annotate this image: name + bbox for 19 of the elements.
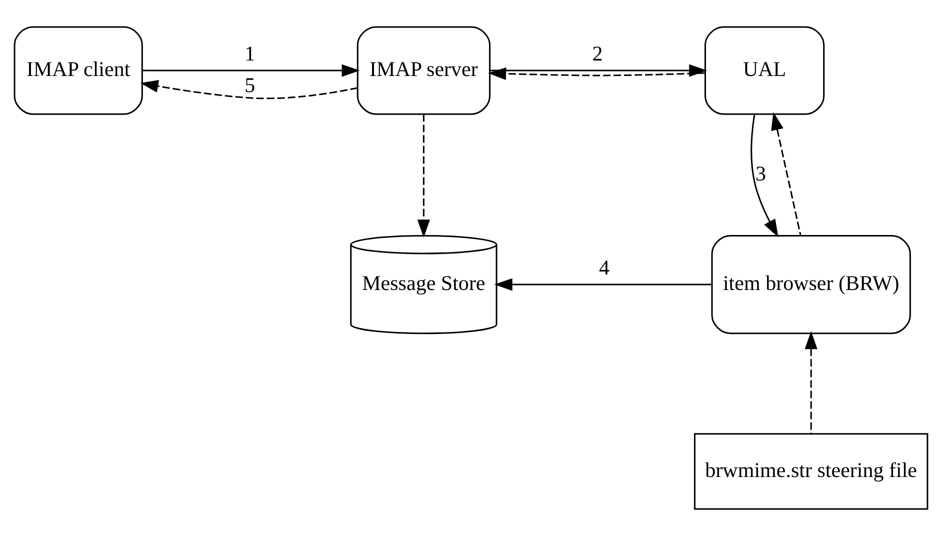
arrow <box>490 64 708 76</box>
node-box: UAL <box>704 26 825 114</box>
edge-label: 1 <box>244 40 256 65</box>
arrow <box>494 278 712 290</box>
edge-label: 4 <box>599 254 610 279</box>
edge-label: 5 <box>244 72 256 96</box>
arrow <box>771 112 802 236</box>
node-box: IMAP server <box>356 26 491 114</box>
arrow <box>750 114 778 237</box>
node-box: IMAP client <box>14 26 143 114</box>
arrow <box>804 330 818 434</box>
arrow <box>142 64 360 76</box>
edge-label: 2 <box>592 40 603 65</box>
arrow <box>140 79 358 99</box>
arrow <box>488 66 706 80</box>
arrow <box>417 114 430 238</box>
node-box: item browser (BRW) <box>711 234 911 334</box>
node-box: brwmime.str steering file <box>694 432 928 510</box>
edge-label: 3 <box>756 160 766 185</box>
